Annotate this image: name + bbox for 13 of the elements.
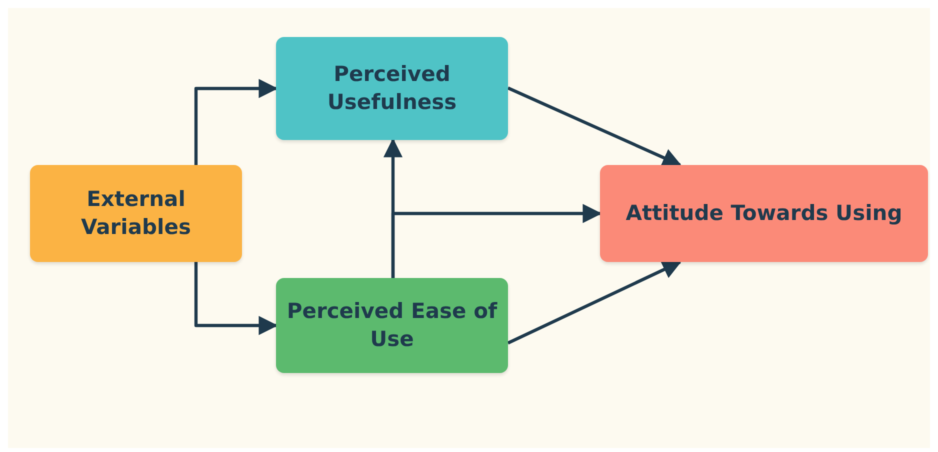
construct-box	[276, 37, 508, 140]
construct-box	[276, 278, 508, 373]
node-label: Perceived Usefulness	[326, 61, 458, 116]
arrow	[507, 260, 682, 344]
arrow	[194, 78, 278, 165]
node-label: External Variables	[80, 186, 192, 240]
arrow	[194, 262, 278, 336]
node-label: Attitude Towards Using	[624, 200, 904, 227]
node-label: Perceived Ease of Use	[286, 298, 498, 352]
arrow	[507, 86, 682, 167]
arrow	[391, 204, 602, 278]
outcome-box	[600, 165, 928, 262]
variable-box	[30, 165, 242, 262]
